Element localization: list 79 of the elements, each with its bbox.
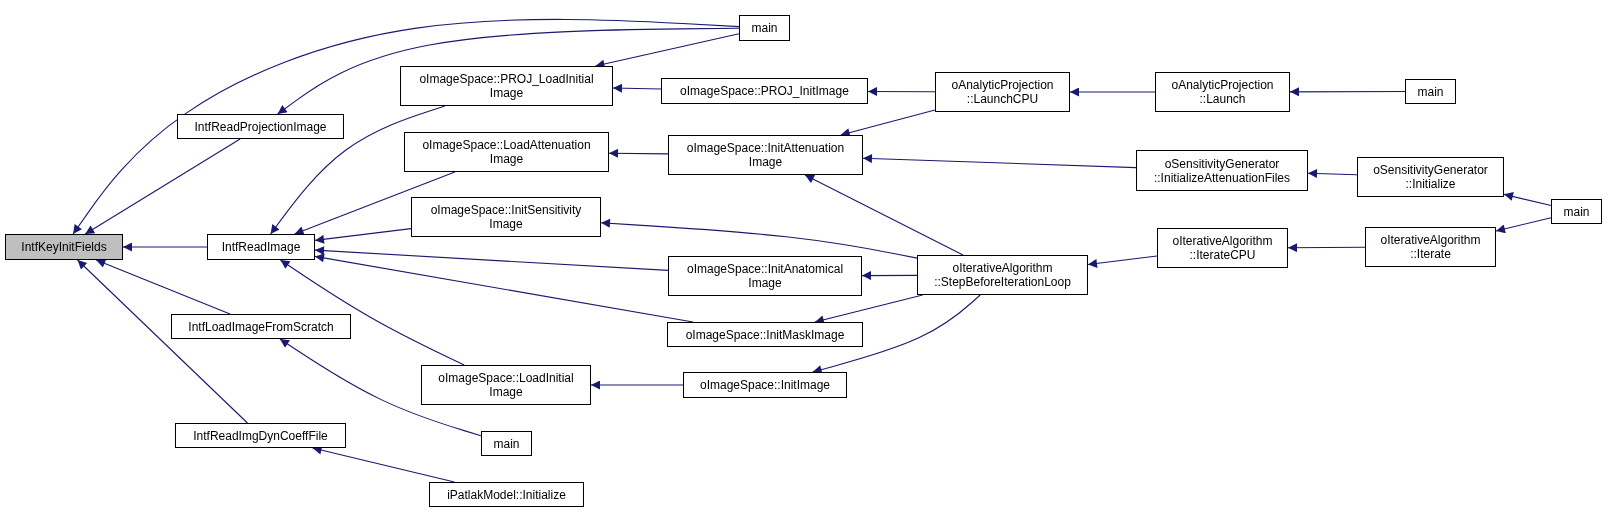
call-arrow [314, 228, 412, 244]
function-name: oSensitivityGenerator ::Initialize [1373, 163, 1488, 191]
function-box [1551, 199, 1602, 224]
call-arrow [862, 154, 1137, 169]
call-arrow [804, 174, 964, 256]
call-arrow [612, 83, 662, 93]
function-name: oImageSpace::PROJ_InitImage [680, 84, 849, 98]
call-arrow [270, 105, 446, 235]
function-box [1155, 72, 1290, 112]
function-box [1136, 150, 1308, 191]
function-name: oImageSpace::InitMaskImage [685, 327, 845, 342]
function-box [1357, 157, 1504, 197]
function-box [400, 66, 613, 106]
call-arrow [608, 148, 669, 158]
function-name: IntfReadImage [221, 240, 301, 254]
function-box [481, 431, 532, 456]
function-box [1365, 227, 1496, 267]
call-arrow [590, 380, 684, 390]
function-box [175, 423, 346, 448]
call-arrow [1289, 87, 1406, 97]
function-box [739, 15, 790, 41]
function-name: main [1563, 204, 1590, 219]
function-name: oImageSpace::InitAnatomical Image [686, 262, 844, 290]
call-arrow [1287, 243, 1366, 253]
function-name: oImageSpace::InitAttenuation Image [686, 141, 845, 169]
function-box [668, 135, 863, 175]
function-name: oIterativeAlgorithm ::IterateCPU [1172, 234, 1273, 262]
call-arrow [1495, 217, 1552, 234]
function-box [177, 114, 344, 139]
function-box [421, 365, 591, 405]
function-box [1157, 228, 1288, 268]
function-name: oImageSpace::PROJ_LoadInitial Image [419, 72, 594, 100]
function-box [207, 234, 315, 260]
function-name: oImageSpace::InitSensitivity Image [430, 203, 582, 231]
function-name: main [493, 436, 520, 451]
function-name: main [1417, 84, 1444, 99]
call-arrow [1069, 87, 1156, 97]
function-box [661, 78, 868, 104]
function-name: IntfKeyInitFields [21, 240, 107, 254]
function-name: main [751, 21, 778, 35]
function-box [935, 72, 1070, 112]
function-box [683, 372, 847, 398]
function-box [1405, 79, 1456, 104]
function-box [667, 322, 863, 347]
call-arrow [861, 271, 918, 281]
call-arrow [77, 259, 248, 424]
call-arrow [314, 246, 669, 271]
call-arrow [277, 27, 740, 115]
function-name: oAnalyticProjection ::LaunchCPU [951, 78, 1054, 106]
call-arrow [122, 242, 208, 252]
call-arrow [279, 338, 482, 437]
call-arrow [72, 18, 740, 235]
highlighted-function-box [5, 234, 123, 260]
function-box [171, 314, 351, 339]
call-arrow [84, 138, 241, 235]
call-arrow [95, 259, 231, 315]
function-name: oAnalyticProjection ::Launch [1171, 78, 1274, 106]
function-name: iPatlakModel::Initialize [447, 487, 566, 502]
function-name: oImageSpace::LoadAttenuation Image [422, 138, 591, 166]
call-arrow [1087, 255, 1158, 268]
function-box [668, 256, 862, 296]
function-name: oIterativeAlgorithm ::StepBeforeIterationLoop [934, 261, 1071, 289]
function-name: IntfReadImgDynCoeffFile [193, 428, 328, 443]
function-name: IntfLoadImageFromScratch [188, 319, 334, 334]
function-name: oImageSpace::InitImage [699, 378, 831, 392]
call-arrow [1503, 192, 1552, 206]
call-arrow [1307, 168, 1358, 178]
function-box [411, 197, 601, 237]
call-arrow [279, 259, 465, 366]
function-box [429, 482, 584, 507]
function-name: oIterativeAlgorithm ::Iterate [1380, 233, 1481, 261]
function-name: IntfReadProjectionImage [194, 119, 327, 134]
function-box [917, 255, 1088, 295]
call-arrow [600, 218, 918, 259]
call-arrow [867, 86, 936, 96]
call-arrow [812, 294, 981, 374]
function-box [404, 132, 609, 172]
function-name: oImageSpace::LoadInitial Image [438, 371, 574, 399]
function-name: oSensitivityGenerator ::InitializeAttenuationFiles [1153, 156, 1291, 185]
